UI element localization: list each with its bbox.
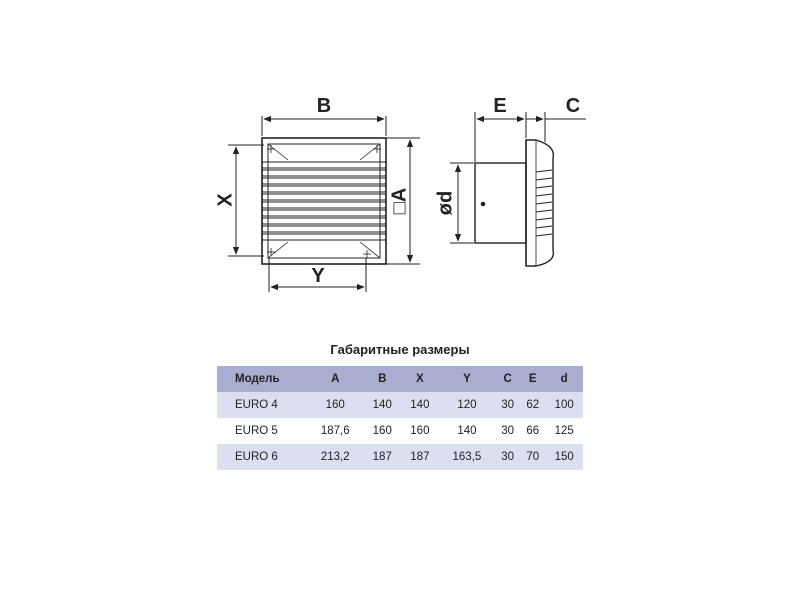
louvre-slat (261, 161, 387, 169)
label-x: X (214, 193, 236, 207)
cell: 163,5 (438, 444, 496, 470)
header-model: Модель (217, 366, 307, 392)
dimension-d (450, 162, 474, 244)
cell: 62 (520, 392, 546, 418)
dimension-b (261, 115, 387, 136)
front-view (261, 137, 387, 265)
louvre-slat (261, 209, 387, 217)
dimension-x (228, 144, 264, 257)
cell-model: EURO 4 (217, 392, 307, 418)
louvre-slat (261, 169, 387, 177)
cell: 213,2 (307, 444, 364, 470)
label-c: C (566, 95, 580, 117)
cell: 140 (401, 392, 439, 418)
cell: 187 (363, 444, 402, 470)
table-header-row: Модель A B X Y C E d (217, 366, 583, 392)
louvre-slat (261, 185, 387, 193)
cell: 150 (545, 444, 583, 470)
label-b: B (317, 95, 331, 117)
cell: 140 (438, 418, 496, 444)
side-view (474, 139, 555, 267)
label-a: □A (388, 188, 410, 215)
label-y: Y (311, 265, 325, 287)
dimension-a (386, 137, 420, 265)
louvre-slat (261, 225, 387, 233)
cell: 160 (363, 418, 402, 444)
header-y: Y (438, 366, 496, 392)
cell: 100 (545, 392, 583, 418)
side-fins (535, 169, 553, 237)
dimension-e (474, 112, 527, 162)
header-a: A (307, 366, 364, 392)
louvre-slat (261, 193, 387, 201)
cell: 160 (401, 418, 439, 444)
label-e: E (493, 95, 506, 117)
header-d: d (545, 366, 583, 392)
label-d: ød (434, 191, 456, 215)
cell: 160 (307, 392, 364, 418)
technical-drawing: B X Y □A (214, 95, 586, 292)
header-x: X (401, 366, 439, 392)
table-row: EURO 5 187,6 160 160 140 30 66 125 (217, 418, 583, 444)
louvre-slat (261, 233, 387, 241)
cell-model: EURO 6 (217, 444, 307, 470)
header-e: E (520, 366, 546, 392)
drawing-svg: B X Y □A (214, 95, 586, 292)
header-c: C (495, 366, 521, 392)
cell: 125 (545, 418, 583, 444)
cell: 30 (495, 418, 521, 444)
cell: 140 (363, 392, 402, 418)
header-b: B (363, 366, 402, 392)
dimension-y (268, 258, 367, 292)
louvres (261, 161, 387, 241)
table-row: EURO 4 160 140 140 120 30 62 100 (217, 392, 583, 418)
louvre-slat (261, 217, 387, 225)
cell: 30 (495, 392, 521, 418)
louvre-slat (261, 201, 387, 209)
cell: 120 (438, 392, 496, 418)
cell: 187,6 (307, 418, 364, 444)
table-title: Габаритные размеры (330, 342, 470, 357)
cell: 66 (520, 418, 546, 444)
dimensions-table: Модель A B X Y C E d EURO 4 160 140 140 … (217, 366, 583, 470)
dimension-c (526, 112, 586, 142)
table-row: EURO 6 213,2 187 187 163,5 30 70 150 (217, 444, 583, 470)
louvre-slat (261, 177, 387, 185)
cell: 70 (520, 444, 546, 470)
cell-model: EURO 5 (217, 418, 307, 444)
cell: 187 (401, 444, 439, 470)
cell: 30 (495, 444, 521, 470)
